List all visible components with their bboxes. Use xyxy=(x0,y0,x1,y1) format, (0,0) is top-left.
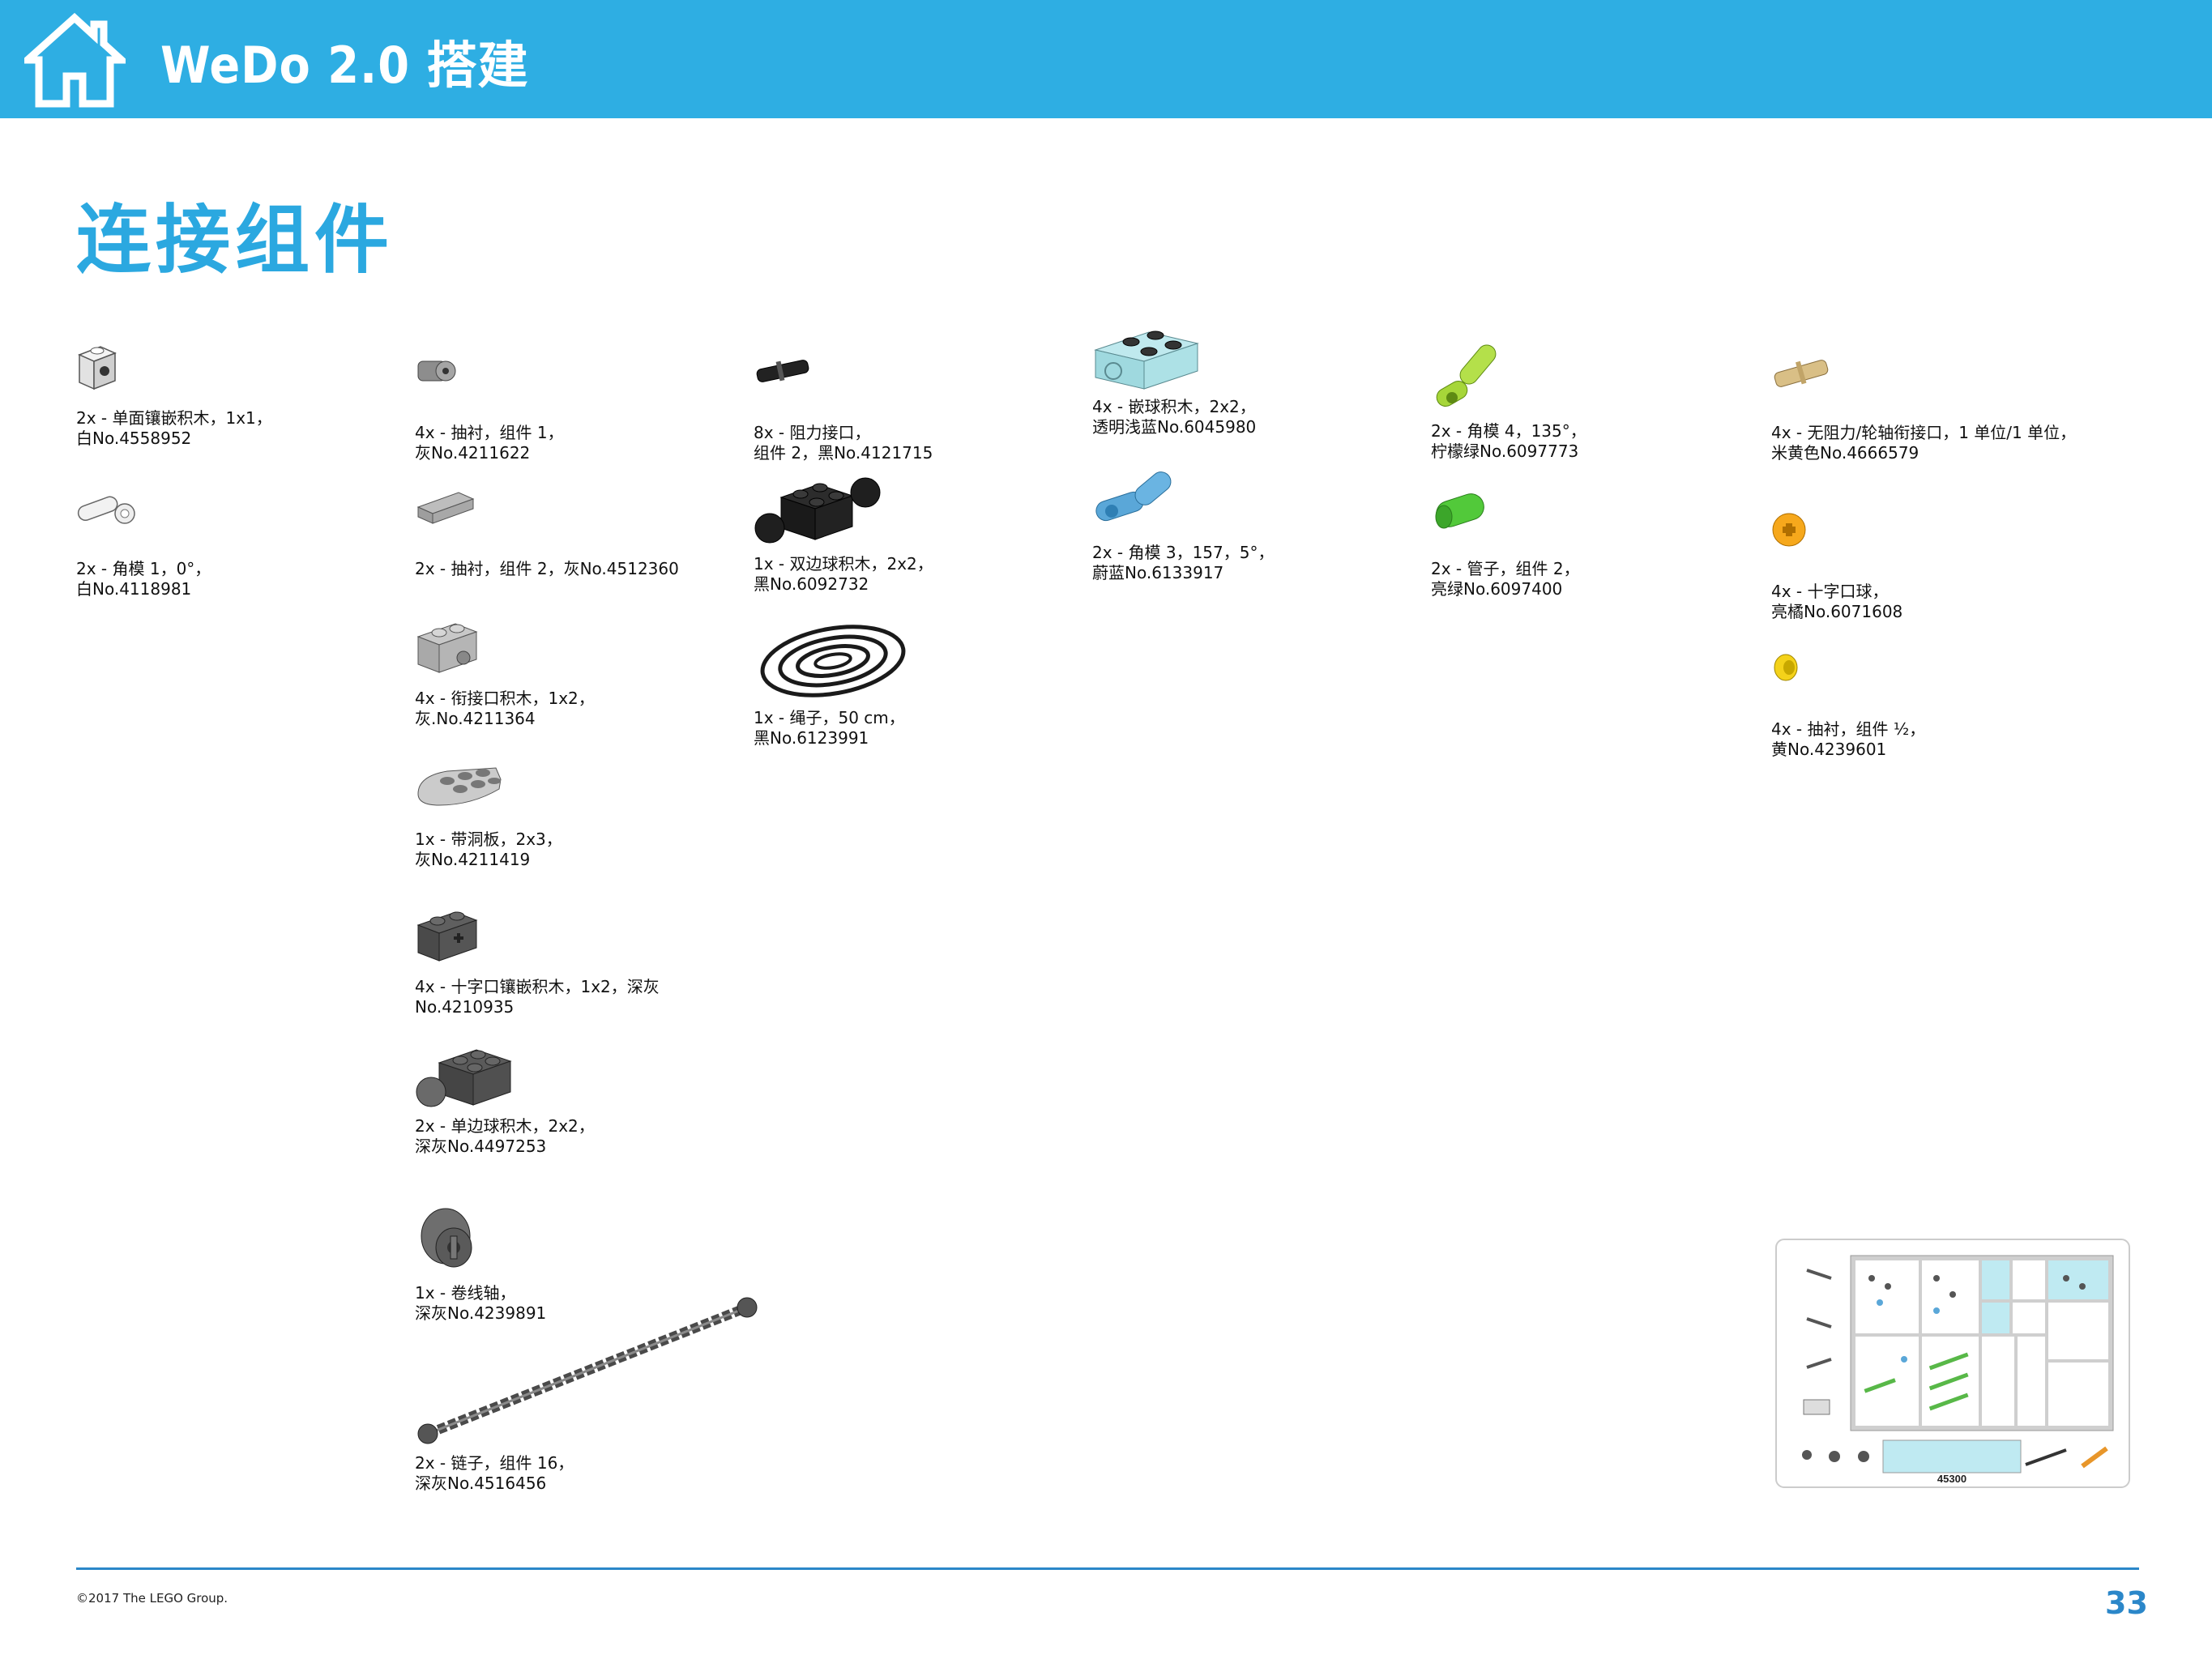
footer-divider xyxy=(76,1567,2139,1570)
white-brick-1x1-image xyxy=(78,346,117,390)
storage-tray-image: 45300 xyxy=(1775,1239,2130,1488)
white-angle-connector-image xyxy=(77,496,135,524)
grey-brick-with-pin-image xyxy=(416,623,478,673)
page-number: 33 xyxy=(2105,1585,2148,1621)
part-item: 1x - 绳子，50 cm， 黑No.6123991 xyxy=(754,622,1078,748)
part-label: 1x - 卷线轴， 深灰No.4239891 xyxy=(415,1283,547,1323)
part-item: 2x - 单边球积木，2x2， 深灰No.4497253 xyxy=(415,1047,739,1157)
part-label: 2x - 角模 1，0°， 白No.4118981 xyxy=(76,559,211,599)
part-label: 4x - 抽衬，组件 1， 灰No.4211622 xyxy=(415,423,564,463)
grey-plate-with-holes-image xyxy=(417,767,502,806)
part-label: 1x - 绳子，50 cm， 黑No.6123991 xyxy=(754,708,905,748)
black-friction-pin-image xyxy=(756,360,809,382)
part-label: 4x - 无阻力/轮轴衔接口，1 单位/1 单位， 米黄色No.4666579 xyxy=(1771,423,2077,463)
part-label: 8x - 阻力接口， 组件 2，黑No.4121715 xyxy=(754,423,933,463)
part-item: 4x - 抽衬，组件 ½， 黄No.4239601 xyxy=(1771,650,2095,760)
part-item: 2x - 管子，组件 2， 亮绿No.6097400 xyxy=(1431,489,1755,599)
lime-angle-connector-image xyxy=(1436,344,1497,407)
part-item: 4x - 十字口球， 亮橘No.6071608 xyxy=(1771,512,2095,622)
part-label: 2x - 单面镶嵌积木，1x1， 白No.4558952 xyxy=(76,408,272,448)
yellow-half-bush-image xyxy=(1774,654,1798,681)
part-label: 4x - 十字口球， 亮橘No.6071608 xyxy=(1771,582,1903,621)
part-item: 2x - 单面镶嵌积木，1x1， 白No.4558952 xyxy=(76,339,400,449)
part-label: 4x - 嵌球积木，2x2， 透明浅蓝No.6045980 xyxy=(1092,397,1257,437)
page-title: 连接组件 xyxy=(76,197,395,284)
part-item: 2x - 角模 3，157，5°， 蔚蓝No.6133917 xyxy=(1092,465,1416,583)
part-item: 4x - 嵌球积木，2x2， 透明浅蓝No.6045980 xyxy=(1092,327,1416,437)
bright-green-tube-image xyxy=(1435,493,1484,529)
part-item: 2x - 角模 4，135°， 柠檬绿No.6097773 xyxy=(1431,327,1755,462)
tray-label: 45300 xyxy=(1937,1473,1966,1485)
part-label: 2x - 管子，组件 2， 亮绿No.6097400 xyxy=(1431,559,1580,599)
tan-axle-pin-image xyxy=(1774,360,1829,387)
part-item: 4x - 无阻力/轮轴衔接口，1 单位/1 单位， 米黄色No.4666579 xyxy=(1771,353,2095,463)
part-item: 1x - 双边球积木，2x2， 黑No.6092732 xyxy=(754,471,1078,595)
copyright-text: ©2017 The LEGO Group. xyxy=(76,1591,228,1606)
part-item: 4x - 抽衬，组件 1， 灰No.4211622 xyxy=(415,353,739,463)
part-label: 4x - 衔接口积木，1x2， 灰.No.4211364 xyxy=(415,689,595,728)
part-item: 2x - 链子，组件 16， 深灰No.4516456 xyxy=(415,1288,758,1494)
part-item: 1x - 卷线轴， 深灰No.4239891 xyxy=(415,1197,739,1324)
part-item: 4x - 十字口镶嵌积木，1x2，深灰 No.4210935 xyxy=(415,907,739,1017)
dark-grey-ball-brick-image xyxy=(416,1049,512,1107)
part-label: 2x - 单边球积木，2x2， 深灰No.4497253 xyxy=(415,1116,595,1156)
header-title: WeDo 2.0 搭建 xyxy=(160,36,529,95)
azure-angle-connector-image xyxy=(1095,471,1172,522)
grey-bush-image xyxy=(417,360,456,382)
dark-grey-chain-image xyxy=(417,1297,758,1444)
part-label: 1x - 双边球积木，2x2， 黑No.6092732 xyxy=(754,554,933,594)
part-label: 1x - 带洞板，2x3， 灰No.4211419 xyxy=(415,830,562,869)
dark-grey-winch-image xyxy=(421,1208,472,1268)
part-item: 1x - 带洞板，2x3， 灰No.4211419 xyxy=(415,760,739,870)
part-label: 4x - 抽衬，组件 ½， 黄No.4239601 xyxy=(1771,719,1926,759)
home-icon[interactable] xyxy=(24,13,126,109)
orange-cross-ball-image xyxy=(1772,513,1806,547)
part-item: 8x - 阻力接口， 组件 2，黑No.4121715 xyxy=(754,353,1078,463)
trans-light-blue-ball-joint-brick-image xyxy=(1094,331,1199,390)
grey-bush-2-image xyxy=(416,492,475,524)
part-label: 4x - 十字口镶嵌积木，1x2，深灰 No.4210935 xyxy=(415,977,660,1017)
header-bar: WeDo 2.0 搭建 xyxy=(0,0,2212,118)
part-label: 2x - 链子，组件 16， 深灰No.4516456 xyxy=(415,1453,574,1493)
part-item: 4x - 衔接口积木，1x2， 灰.No.4211364 xyxy=(415,619,739,729)
black-double-ball-brick-image xyxy=(754,477,881,544)
part-label: 2x - 角模 3，157，5°， 蔚蓝No.6133917 xyxy=(1092,543,1275,582)
dark-grey-brick-cross-hole-image xyxy=(416,911,478,962)
black-string-image xyxy=(760,625,906,697)
part-item: 2x - 角模 1，0°， 白No.4118981 xyxy=(76,489,400,599)
part-item: 2x - 抽衬，组件 2，灰No.4512360 xyxy=(415,489,739,579)
part-label: 2x - 角模 4，135°， 柠檬绿No.6097773 xyxy=(1431,421,1586,461)
part-label: 2x - 抽衬，组件 2，灰No.4512360 xyxy=(415,559,679,578)
